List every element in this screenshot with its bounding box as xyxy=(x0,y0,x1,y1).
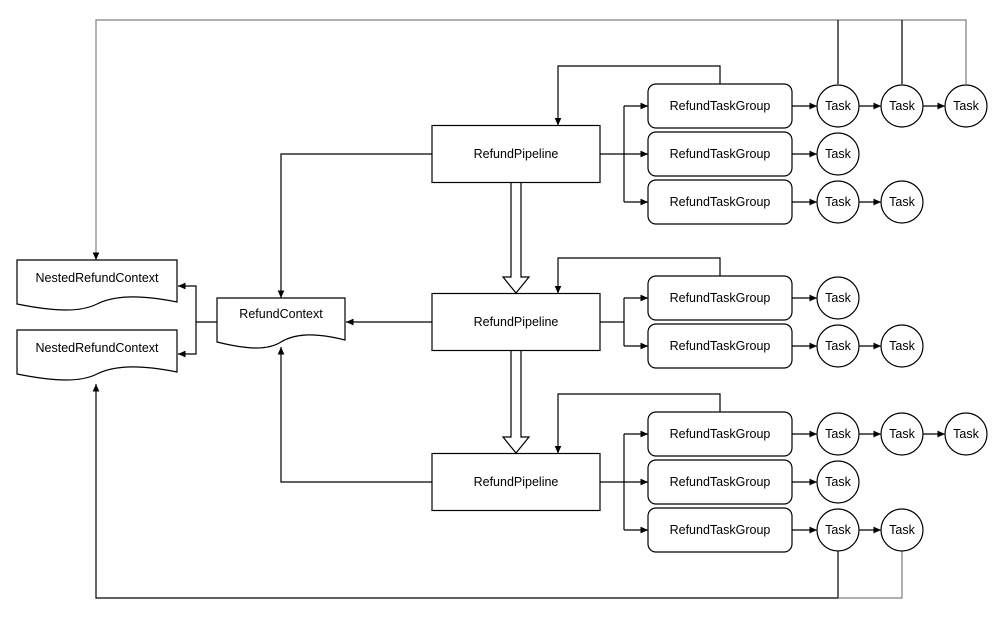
refund-task-group xyxy=(647,179,793,225)
refund-task-group-label: RefundTaskGroup xyxy=(670,427,771,441)
outer-feedback-arrow xyxy=(92,19,967,260)
task-node xyxy=(816,132,860,176)
task-label: Task xyxy=(825,475,851,489)
task-label: Task xyxy=(825,339,851,353)
task-node xyxy=(880,180,924,224)
task-label: Task xyxy=(825,427,851,441)
refund-pipeline-label: RefundPipeline xyxy=(474,147,559,161)
refund-task-group xyxy=(647,459,793,505)
refund-task-group xyxy=(647,411,793,457)
task-label: Task xyxy=(825,195,851,209)
refund-task-group xyxy=(647,507,793,553)
task-group-feedback-arrow xyxy=(554,257,721,294)
refund-task-group xyxy=(647,275,793,321)
nested-refund-context-document xyxy=(16,329,178,381)
refund-task-group-label: RefundTaskGroup xyxy=(670,475,771,489)
task-node xyxy=(816,412,860,456)
refund-pipeline-label: RefundPipeline xyxy=(474,315,559,329)
task-node xyxy=(816,508,860,552)
task-label: Task xyxy=(825,99,851,113)
task-label: Task xyxy=(889,99,915,113)
refund-task-group-label: RefundTaskGroup xyxy=(670,195,771,209)
refund-task-group xyxy=(647,323,793,369)
task-node xyxy=(816,324,860,368)
task-node xyxy=(816,460,860,504)
pipeline-to-context-arrow xyxy=(277,347,432,483)
task-label: Task xyxy=(953,99,979,113)
refund-task-group-label: RefundTaskGroup xyxy=(670,99,771,113)
task-label: Task xyxy=(889,427,915,441)
task-label: Task xyxy=(825,523,851,537)
refund-pipeline xyxy=(431,292,601,352)
outer-feedback-connector xyxy=(838,551,903,599)
task-node xyxy=(816,276,860,320)
refund-task-group-label: RefundTaskGroup xyxy=(670,523,771,537)
task-node xyxy=(880,84,924,128)
task-node xyxy=(944,84,988,128)
nested-refund-context-document xyxy=(16,259,178,311)
refund-pipeline-label: RefundPipeline xyxy=(474,475,559,489)
task-group-feedback-arrow xyxy=(554,65,721,126)
context-to-nested-arrow xyxy=(178,282,217,323)
task-node xyxy=(880,508,924,552)
refund-task-group xyxy=(647,83,793,129)
outer-feedback-arrow xyxy=(92,384,839,599)
context-to-nested-arrow xyxy=(178,322,197,358)
pipeline-sequence-arrow xyxy=(501,181,531,294)
task-node xyxy=(816,180,860,224)
refund-context-document xyxy=(216,297,346,349)
refund-pipeline xyxy=(431,124,601,184)
pipeline-sequence-arrow xyxy=(501,349,531,454)
task-label: Task xyxy=(825,291,851,305)
task-node xyxy=(944,412,988,456)
task-node xyxy=(880,324,924,368)
task-node xyxy=(880,412,924,456)
refund-task-group-label: RefundTaskGroup xyxy=(670,339,771,353)
task-node xyxy=(816,84,860,128)
task-label: Task xyxy=(825,147,851,161)
task-group-feedback-arrow xyxy=(554,393,721,454)
task-label: Task xyxy=(889,339,915,353)
task-label: Task xyxy=(953,427,979,441)
nested-refund-context-label: NestedRefundContext xyxy=(36,271,160,285)
refund-task-group-label: RefundTaskGroup xyxy=(670,291,771,305)
refund-pipeline xyxy=(431,452,601,512)
task-label: Task xyxy=(889,195,915,209)
pipeline-to-context-arrow xyxy=(277,153,432,298)
refund-task-group xyxy=(647,131,793,177)
refund-context-label: RefundContext xyxy=(239,307,323,321)
task-label: Task xyxy=(889,523,915,537)
nested-refund-context-label: NestedRefundContext xyxy=(36,341,160,355)
refund-task-group-label: RefundTaskGroup xyxy=(670,147,771,161)
